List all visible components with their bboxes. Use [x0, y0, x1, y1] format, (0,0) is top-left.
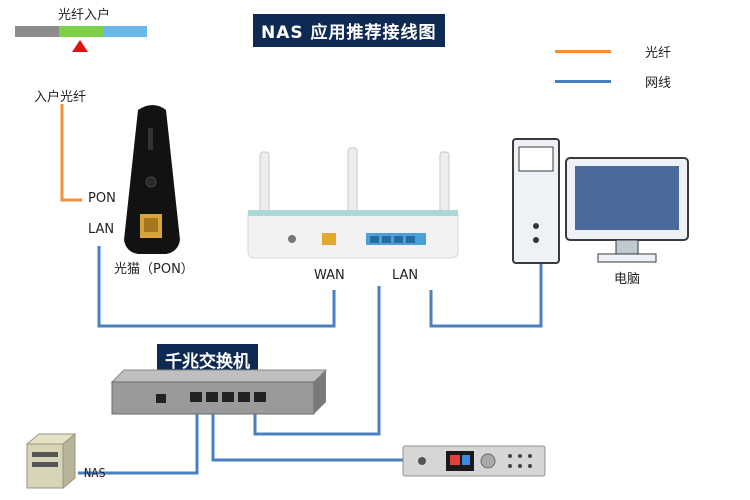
router-icon [247, 147, 459, 259]
network-player-icon [402, 445, 546, 477]
nas-icon [25, 432, 77, 490]
router-wan-label: WAN [314, 268, 345, 283]
fiber-entry-label: 光纤入户 [58, 8, 111, 23]
legend-cable-swatch [555, 80, 611, 83]
router-lan-label: LAN [392, 268, 419, 283]
modem-lan-label: LAN [88, 222, 115, 237]
computer-label: 电脑 [614, 272, 641, 287]
diagram-title: NAS 应用推荐接线图 [253, 14, 445, 47]
legend: 光纤 网线 [555, 38, 705, 91]
incoming-fiber-label: 入户光纤 [34, 90, 87, 105]
nas-label: NAS [84, 466, 106, 480]
cable-router-to-switch [253, 286, 381, 436]
legend-fiber-label: 光纤 [645, 46, 672, 61]
cable-switch-to-player [211, 410, 403, 462]
cable-modem-to-router [97, 246, 336, 328]
fiber-line [60, 104, 82, 202]
pon-port-label: PON [88, 191, 116, 206]
legend-cable-label: 网线 [645, 76, 672, 91]
cable-router-to-computer [429, 262, 543, 328]
fiber-entry-marker-icon [72, 40, 88, 52]
cable-switch-to-nas [78, 410, 199, 475]
modem-label: 光猫（PON） [114, 262, 194, 277]
gigabit-switch-icon [110, 369, 328, 415]
legend-fiber-swatch [555, 50, 611, 53]
computer-icon [512, 138, 689, 264]
optical-modem-icon [124, 105, 180, 254]
fiber-entry-bar [15, 26, 147, 37]
